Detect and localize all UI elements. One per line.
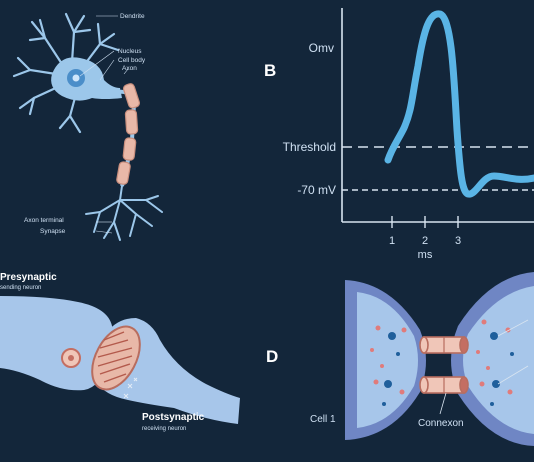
gap-junction: D [266, 272, 534, 446]
action-potential-graph: B 1 2 3 ms Omv Threshold -70 mV [264, 8, 534, 261]
postsynaptic-subtitle: receiving neuron [142, 426, 186, 432]
chemical-synapse: Presynaptic sending neuron Postsynaptic … [0, 272, 240, 432]
synaptic-bouton [91, 325, 141, 391]
neuron-diagram: Dendrite Nucleus Cell body Axon Axon ter… [12, 12, 163, 241]
presynaptic-subtitle: sending neuron [0, 285, 41, 291]
panel-d-letter: D [266, 347, 278, 366]
connexon-label: Connexon [418, 418, 464, 429]
y-label-rest: -70 mV [297, 183, 336, 197]
x-axis-label: ms [418, 249, 433, 261]
cell-2-cytoplasm [463, 286, 534, 434]
postsynaptic-title: Postsynaptic [142, 412, 205, 423]
x-tick-2: 2 [422, 235, 428, 247]
dendrites [12, 12, 120, 134]
presynaptic-neuron [0, 296, 114, 391]
x-tick-3: 3 [455, 235, 461, 247]
cell-body-label: Cell body [118, 57, 146, 64]
x-tick-1: 1 [389, 235, 395, 247]
y-label-threshold: Threshold [283, 140, 336, 154]
panel-b-letter: B [264, 61, 276, 80]
axon-terminals [85, 185, 163, 241]
nucleus-label: Nucleus [118, 48, 142, 55]
connexon-channels [419, 336, 469, 394]
y-label-omv: Omv [309, 41, 334, 55]
ions [370, 319, 514, 406]
axon-label: Axon [122, 65, 137, 72]
axon-terminal-label: Axon terminal [24, 217, 64, 224]
synapse-label: Synapse [40, 228, 66, 235]
myelin-sheaths [116, 83, 140, 185]
cell-body [51, 57, 122, 101]
dendrite-label: Dendrite [120, 13, 145, 20]
presynaptic-title: Presynaptic [0, 272, 57, 283]
cell-1-label: Cell 1 [310, 414, 336, 425]
receptors [123, 377, 138, 399]
action-potential-curve [384, 10, 534, 198]
